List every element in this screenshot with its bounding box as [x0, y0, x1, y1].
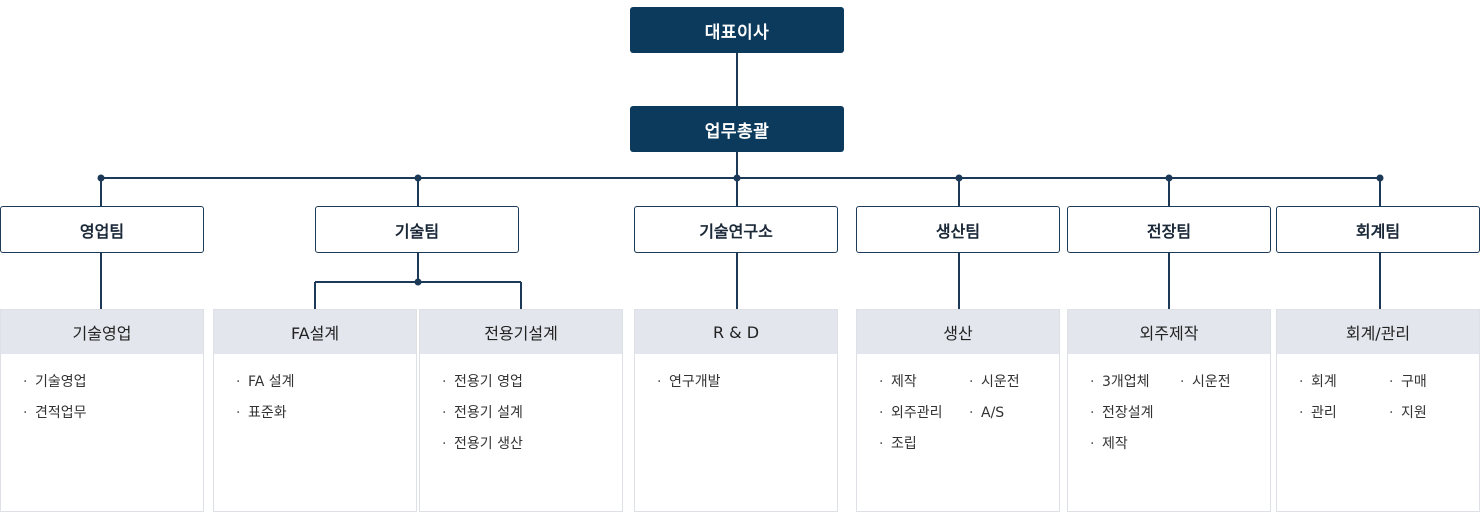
unit-item: ·제작	[879, 374, 917, 390]
unit-production: 생산 ·제작 ·시운전 ·외주관리 ·A/S ·조립	[856, 309, 1060, 512]
unit-title: 기술영업	[1, 310, 203, 354]
unit-items: ·전용기 영업 ·전용기 설계 ·전용기 생산	[442, 372, 622, 454]
unit-items: ·기술영업 ·견적업무	[23, 372, 203, 423]
unit-tech-sales: 기술영업 ·기술영업 ·견적업무	[0, 309, 204, 512]
ceo-label: 대표이사	[704, 22, 770, 43]
unit-item: ·FA 설계	[236, 374, 295, 390]
unit-special-machine-design: 전용기설계 ·전용기 영업 ·전용기 설계 ·전용기 생산	[419, 309, 623, 512]
team-label: 전장팀	[1146, 221, 1192, 241]
unit-item: ·외주관리	[879, 405, 943, 421]
team-label: 기술팀	[394, 221, 440, 241]
unit-item: ·표준화	[236, 405, 287, 421]
unit-title: 전용기설계	[420, 310, 622, 354]
unit-outsourced-manufacturing: 외주제작 ·3개업체 ·시운전 ·전장설계 ·제작	[1067, 309, 1271, 512]
unit-item: ·전용기 생산	[442, 436, 523, 452]
unit-item: ·구매	[1389, 374, 1427, 390]
team-technical: 기술팀	[315, 206, 519, 253]
unit-items: ·회계 ·구매 ·관리 ·지원	[1299, 372, 1479, 423]
team-label: 생산팀	[935, 221, 981, 241]
unit-item: ·시운전	[969, 374, 1020, 390]
unit-item: ·기술영업	[23, 374, 87, 390]
unit-item: ·관리	[1299, 405, 1337, 421]
team-sales: 영업팀	[0, 206, 204, 253]
unit-item: ·A/S	[969, 405, 1005, 421]
unit-accounting-admin: 회계/관리 ·회계 ·구매 ·관리 ·지원	[1276, 309, 1480, 512]
unit-items: ·제작 ·시운전 ·외주관리 ·A/S ·조립	[879, 372, 1059, 454]
unit-item: ·3개업체	[1090, 374, 1150, 390]
unit-item: ·견적업무	[23, 405, 87, 421]
unit-title: 회계/관리	[1277, 310, 1479, 354]
unit-items: ·연구개발	[657, 372, 837, 392]
unit-fa-design: FA설계 ·FA 설계 ·표준화	[213, 309, 417, 512]
unit-items: ·FA 설계 ·표준화	[236, 372, 416, 423]
general-management-box: 업무총괄	[630, 106, 844, 152]
unit-item: ·전장설계	[1090, 405, 1154, 421]
unit-rnd: R & D ·연구개발	[634, 309, 838, 512]
unit-title: 생산	[857, 310, 1059, 354]
unit-item: ·전용기 영업	[442, 374, 523, 390]
unit-items: ·3개업체 ·시운전 ·전장설계 ·제작	[1090, 372, 1270, 454]
team-accounting: 회계팀	[1276, 206, 1480, 253]
unit-item: ·조립	[879, 436, 917, 452]
team-label: 기술연구소	[699, 221, 773, 241]
unit-title: FA설계	[214, 310, 416, 354]
unit-item: ·전용기 설계	[442, 405, 523, 421]
general-management-label: 업무총괄	[704, 121, 770, 142]
team-research-lab: 기술연구소	[634, 206, 838, 253]
unit-item: ·연구개발	[657, 374, 721, 390]
unit-item: ·시운전	[1180, 374, 1231, 390]
team-label: 영업팀	[79, 221, 125, 241]
team-electrical: 전장팀	[1067, 206, 1271, 253]
unit-item: ·지원	[1389, 405, 1427, 421]
ceo-box: 대표이사	[630, 7, 844, 53]
unit-item	[1180, 403, 1270, 423]
unit-item: ·회계	[1299, 374, 1337, 390]
unit-title: R & D	[635, 310, 837, 354]
unit-title: 외주제작	[1068, 310, 1270, 354]
unit-item: ·제작	[1090, 436, 1128, 452]
team-label: 회계팀	[1355, 221, 1401, 241]
team-production: 생산팀	[856, 206, 1060, 253]
